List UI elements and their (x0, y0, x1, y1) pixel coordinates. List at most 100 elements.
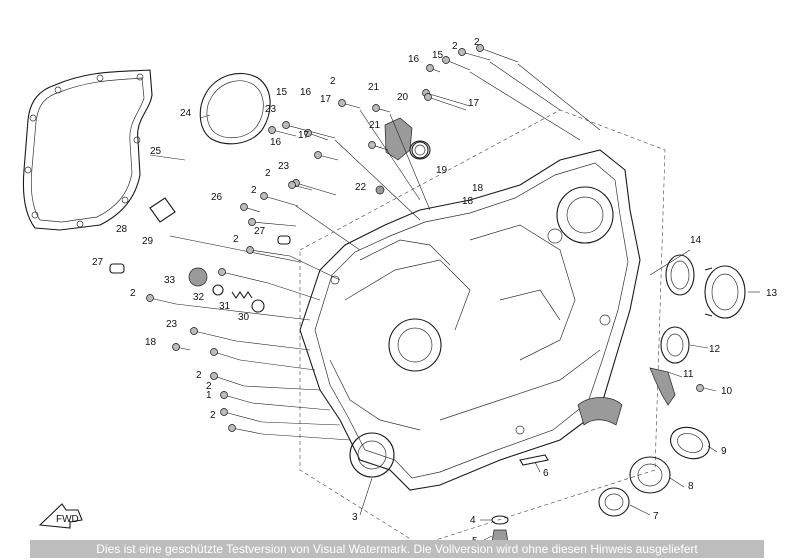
leader-lines (149, 61, 760, 541)
part-22 (375, 185, 385, 195)
ball-part-30 (251, 299, 265, 313)
leader-line-23 (669, 477, 685, 488)
bolt-head-14 (288, 181, 296, 189)
leader-line-12 (243, 385, 321, 391)
callout-label-l30: 30 (238, 312, 250, 323)
leader-line-11 (239, 359, 316, 371)
bolt-head-0 (458, 48, 466, 56)
callout-label-l18c: 18 (145, 337, 157, 348)
leader-line-24 (629, 504, 651, 516)
callout-label-l33: 33 (164, 275, 176, 286)
callout-label-l16a: 16 (408, 54, 420, 65)
callout-label-l25: 25 (150, 146, 162, 157)
bolt-head-3 (426, 64, 434, 72)
leader-line-10 (235, 340, 311, 351)
leader-line-29 (199, 114, 211, 119)
callout-label-l26: 26 (211, 192, 223, 203)
callout-label-l10: 10 (721, 386, 733, 397)
callout-label-l3: 3 (352, 512, 358, 523)
bolt-head-11 (268, 126, 276, 134)
callout-label-l24: 24 (180, 108, 192, 119)
bracket-part-11 (649, 367, 676, 406)
callout-label-l11: 11 (683, 369, 694, 380)
part-32 (212, 284, 224, 296)
callout-label-l19: 19 (436, 165, 448, 176)
bolt-head-18 (246, 246, 254, 254)
callout-label-l2e: 2 (251, 185, 257, 196)
leader-line-21 (703, 387, 717, 392)
bolt-head-8 (282, 121, 290, 129)
callout-label-l16c: 16 (270, 137, 282, 148)
bolt-head-25 (220, 391, 228, 399)
oring-part-19 (409, 140, 431, 160)
bearing-part-12 (660, 326, 690, 364)
callout-label-l23c: 23 (166, 319, 178, 330)
bolt-25 (223, 394, 253, 404)
callout-label-l23b: 23 (278, 161, 290, 172)
callout-label-l2i: 2 (206, 381, 212, 392)
long-bolt-part-29 (149, 197, 301, 263)
fwd-arrow: FWD (38, 503, 83, 529)
leader-line-8 (267, 282, 321, 301)
callout-label-l2j: 2 (210, 410, 216, 421)
callout-label-l6: 6 (543, 468, 549, 479)
callout-label-l2b: 2 (474, 37, 480, 48)
bolt-head-22 (172, 343, 180, 351)
callout-label-l31: 31 (219, 301, 231, 312)
leader-line-28 (483, 535, 493, 541)
seal-part-9 (669, 426, 711, 460)
assembly-outline (299, 109, 666, 546)
callout-label-l14: 14 (690, 235, 702, 246)
callout-label-l2h: 2 (196, 370, 202, 381)
leader-line-5 (334, 139, 421, 221)
watermark-banner: Dies ist eine geschützte Testversion von… (30, 540, 764, 558)
bolt-13 (295, 182, 337, 196)
callout-label-l29: 29 (142, 236, 154, 247)
callout-label-l16b: 16 (300, 87, 312, 98)
leader-line-19 (689, 344, 709, 349)
callout-label-l23a: 23 (265, 104, 277, 115)
callout-label-l20: 20 (397, 92, 409, 103)
bolt-27 (231, 427, 263, 435)
leader-line-4 (389, 113, 431, 211)
leader-line-7 (289, 255, 341, 281)
callout-label-l2c: 2 (330, 76, 336, 87)
bushing-shell (577, 397, 623, 426)
crankcase-part-3 (299, 149, 641, 491)
bolt-20 (149, 297, 177, 305)
leader-line-1 (517, 63, 601, 131)
leader-line-17 (649, 249, 691, 276)
dowel-part-27 (109, 235, 291, 274)
bearing-part-13 (704, 265, 746, 319)
spring-part-31 (231, 291, 253, 299)
leader-line-2 (469, 71, 581, 141)
callout-label-l15a: 15 (432, 50, 444, 61)
callout-label-l7: 7 (653, 511, 659, 522)
callout-label-l17b: 17 (320, 94, 332, 105)
bolt-23 (213, 351, 241, 361)
bolt-26 (223, 411, 263, 423)
callout-label-l12: 12 (709, 344, 721, 355)
callout-label-l18a: 18 (472, 183, 484, 194)
callout-label-l28: 28 (116, 224, 128, 235)
bolt-head-24 (210, 372, 218, 380)
bolt-head-4 (338, 99, 346, 107)
callout-label-l18b: 18 (462, 196, 474, 207)
bolt-head-23 (210, 348, 218, 356)
leader-line-3 (359, 109, 421, 201)
leader-line-13 (251, 402, 331, 411)
callout-label-l21b: 21 (369, 120, 381, 131)
bolt-head-16 (240, 203, 248, 211)
bolt-head-12 (368, 141, 376, 149)
leader-line-22 (707, 445, 718, 453)
bolt-head-1 (476, 44, 484, 52)
bolt-7 (427, 96, 467, 111)
callout-label-l2f: 2 (233, 234, 239, 245)
leader-line-14 (261, 421, 341, 426)
callout-label-l13: 13 (766, 288, 778, 299)
callout-label-l27a: 27 (254, 226, 266, 237)
bolt-0 (461, 51, 491, 61)
pin-part-6 (519, 454, 549, 466)
callout-label-l8: 8 (688, 481, 694, 492)
